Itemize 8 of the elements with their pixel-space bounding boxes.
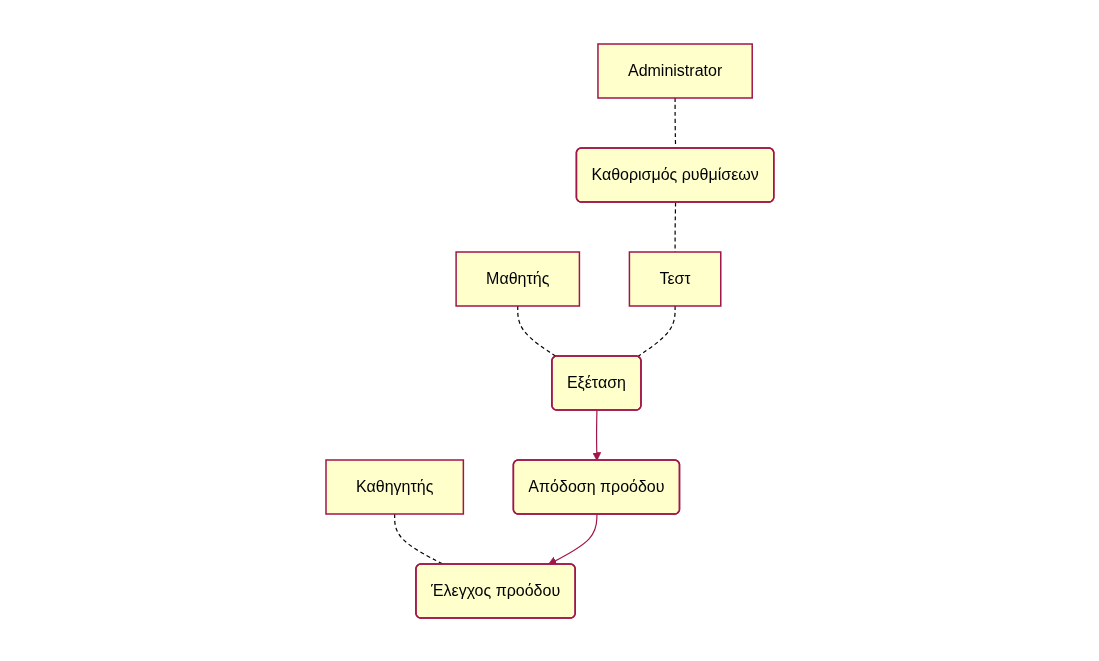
node-box: Καθηγητής (324, 458, 464, 515)
arrow (592, 409, 601, 461)
connector (516, 304, 557, 357)
connector (636, 304, 676, 357)
arrow (547, 513, 598, 565)
node-box: Μαθητής (454, 250, 580, 307)
node-box: Τεστ (628, 250, 722, 307)
node-box: Administrator (596, 42, 753, 99)
